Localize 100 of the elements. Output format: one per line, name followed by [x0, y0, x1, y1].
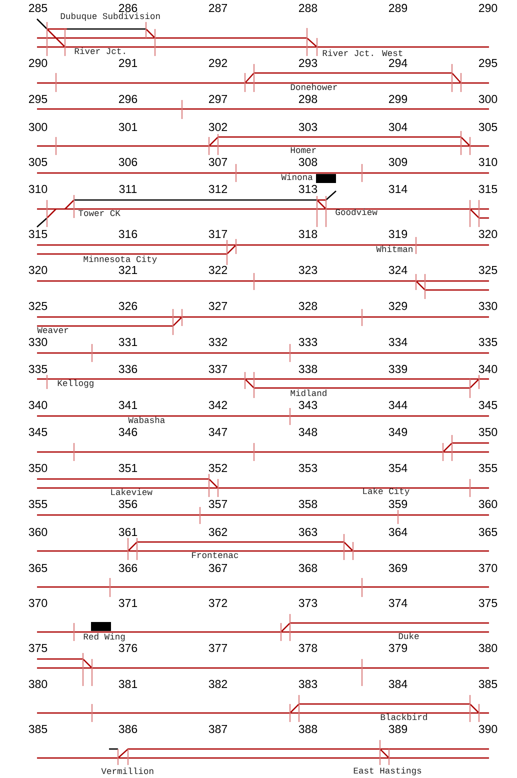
- milepost-number: 300: [28, 122, 48, 132]
- milepost-number: 320: [28, 266, 48, 274]
- milepost-number: 306: [118, 158, 138, 166]
- milepost-number: 350: [478, 428, 498, 436]
- milepost-number: 370: [28, 598, 48, 608]
- milepost-number: 338: [298, 364, 318, 374]
- milepost-number: 354: [388, 464, 408, 472]
- milepost-number: 382: [208, 680, 228, 688]
- milepost-number: 378: [298, 644, 318, 652]
- station-name: Blackbird: [380, 714, 427, 720]
- milepost-number: 372: [208, 598, 228, 608]
- milepost-number: 318: [298, 230, 318, 238]
- station-name: Donehower: [290, 84, 337, 90]
- milepost-number: 351: [118, 464, 138, 472]
- milepost-number: 365: [478, 528, 498, 536]
- station-name: Lakeview: [111, 488, 152, 496]
- milepost-number: 314: [388, 184, 408, 194]
- milepost-number: 325: [478, 266, 498, 274]
- milepost-number: 301: [118, 122, 138, 132]
- milepost-number: 349: [388, 428, 408, 436]
- milepost-number: 352: [208, 464, 228, 472]
- milepost-number: 311: [119, 184, 137, 194]
- milepost-number: 312: [208, 184, 228, 194]
- milepost-number: 365: [28, 564, 48, 572]
- milepost-number: 310: [478, 158, 498, 166]
- milepost-number: 363: [298, 528, 318, 536]
- milepost-number: 361: [118, 528, 138, 536]
- milepost-number: 364: [388, 528, 408, 536]
- station-name: Weaver: [37, 327, 68, 334]
- milepost-number: 360: [28, 528, 48, 536]
- milepost-number: 316: [118, 230, 138, 238]
- milepost-number: 385: [28, 724, 48, 734]
- milepost-number: 333: [298, 338, 318, 346]
- milepost-number: 328: [298, 302, 318, 310]
- station-name: River Jct.: [74, 48, 125, 54]
- milepost-number: 300: [478, 94, 498, 104]
- line-name: Dubuque Subdivision: [60, 12, 160, 21]
- milepost-number: 304: [388, 122, 408, 132]
- milepost-number: 375: [28, 644, 48, 652]
- station-name: Duke: [398, 632, 419, 640]
- milepost-number: 384: [388, 680, 408, 688]
- station-name: Lake City: [363, 488, 410, 496]
- milepost-number: 331: [118, 338, 138, 346]
- milepost-number: 342: [208, 400, 228, 410]
- milepost-number: 307: [208, 158, 228, 166]
- station-name: Midland: [290, 390, 326, 396]
- milepost-number: 362: [208, 528, 228, 536]
- milepost-number: 356: [118, 500, 138, 508]
- milepost-number: 289: [389, 4, 408, 12]
- milepost-number: 309: [388, 158, 408, 166]
- milepost-number: 335: [478, 338, 498, 346]
- milepost-number: 358: [298, 500, 318, 508]
- milepost-number: 385: [478, 680, 498, 688]
- milepost-number: 366: [118, 564, 138, 572]
- milepost-number: 315: [28, 230, 48, 238]
- milepost-number: 335: [28, 364, 48, 374]
- milepost-number: 332: [208, 338, 228, 346]
- station-name: Homer: [290, 147, 316, 154]
- milepost-number: 298: [299, 94, 318, 104]
- milepost-number: 344: [388, 400, 408, 410]
- milepost-number: 348: [298, 428, 318, 436]
- milepost-number: 310: [28, 184, 48, 194]
- station-name: Frontenac: [192, 552, 238, 558]
- milepost-number: 293: [299, 58, 318, 68]
- milepost-number: 381: [118, 680, 138, 688]
- milepost-number: 390: [478, 724, 498, 734]
- milepost-number: 292: [209, 58, 228, 68]
- milepost-number: 359: [388, 500, 408, 508]
- milepost-number: 355: [478, 464, 498, 472]
- milepost-number: 315: [478, 184, 498, 194]
- milepost-number: 373: [298, 598, 318, 608]
- milepost-number: 319: [388, 230, 408, 238]
- milepost-number: 371: [118, 598, 138, 608]
- station-name: Goodview: [336, 208, 378, 216]
- station-name: Wabasha: [128, 416, 165, 424]
- milepost-number: 302: [208, 122, 228, 132]
- milepost-number: 323: [298, 266, 318, 274]
- milepost-number: 324: [388, 266, 408, 274]
- milepost-number: 321: [118, 266, 138, 274]
- milepost-number: 345: [28, 428, 48, 436]
- station-name: Whitman: [376, 246, 412, 252]
- milepost-number: 336: [118, 364, 138, 374]
- station-name: Vermillion: [101, 768, 154, 774]
- milepost-number: 387: [208, 724, 228, 734]
- milepost-number: 340: [28, 400, 48, 410]
- milepost-number: 353: [298, 464, 318, 472]
- milepost-number: 308: [298, 158, 318, 166]
- milepost-number: 327: [208, 302, 228, 310]
- milepost-number: 286: [119, 4, 138, 12]
- milepost-number: 340: [478, 364, 498, 374]
- milepost-number: 350: [28, 464, 48, 472]
- milepost-number: 368: [298, 564, 318, 572]
- milepost-number: 285: [28, 4, 48, 12]
- milepost-number: 290: [28, 58, 48, 68]
- station-name: Kellogg: [58, 380, 94, 388]
- milepost-number: 317: [208, 230, 228, 238]
- milepost-number: 330: [28, 338, 48, 346]
- station-name: Red Wing: [84, 633, 125, 642]
- milepost-number: 295: [28, 94, 48, 104]
- milepost-number: 389: [388, 724, 408, 734]
